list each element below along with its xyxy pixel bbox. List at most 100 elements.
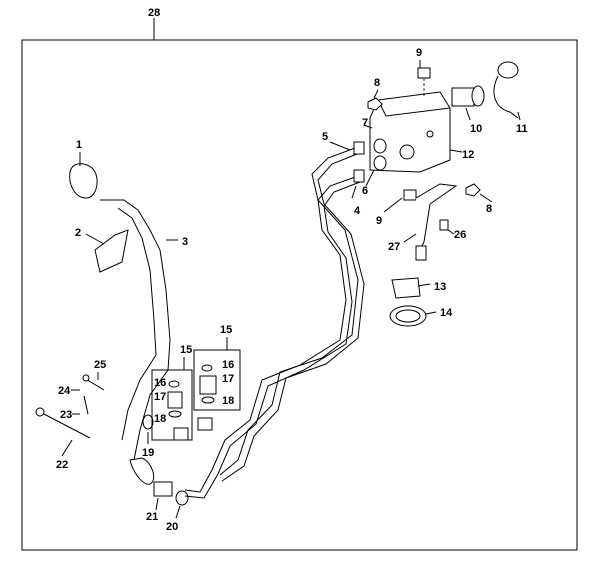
callout-23: 23 xyxy=(60,409,72,421)
tube-nut-lower-a xyxy=(173,427,189,441)
callout-10: 10 xyxy=(470,123,482,135)
leader-8b xyxy=(479,193,493,203)
leader-8a xyxy=(373,89,379,99)
leader-13 xyxy=(417,283,431,287)
valve-block-12 xyxy=(369,91,451,173)
callout-11: 11 xyxy=(516,123,528,135)
callout-17-right: 17 xyxy=(222,373,234,385)
tube-4-nut xyxy=(353,169,365,183)
leader-22 xyxy=(61,439,73,457)
callout-2: 2 xyxy=(75,227,81,239)
leader-27 xyxy=(403,233,417,243)
cotter-pin-part xyxy=(83,395,89,415)
leader-6 xyxy=(365,169,375,187)
tube-4-outline xyxy=(184,181,361,499)
long-pin-part xyxy=(39,411,91,439)
callout-4: 4 xyxy=(354,205,361,217)
leader-21 xyxy=(155,497,159,511)
callout-8-top: 8 xyxy=(374,77,380,89)
leader-9b xyxy=(383,197,403,213)
bracket-27 xyxy=(415,183,458,251)
callout-16-left: 16 xyxy=(154,377,166,389)
clip-part xyxy=(82,374,90,382)
leader-20 xyxy=(175,505,181,519)
knob-part xyxy=(69,163,98,199)
callout-21: 21 xyxy=(146,511,158,523)
assembly-frame xyxy=(21,39,578,551)
coupler-10 xyxy=(451,87,475,107)
callout-22: 22 xyxy=(56,459,68,471)
nut-8-top xyxy=(367,97,383,111)
plate-part xyxy=(94,229,129,273)
clamp-14-inner xyxy=(395,309,421,323)
bolt-9-top xyxy=(417,67,431,79)
leader-5 xyxy=(329,141,351,151)
tube-5-outline xyxy=(221,153,365,482)
leader-14 xyxy=(425,311,437,315)
fitting-17b xyxy=(199,375,217,395)
callout-9-top: 9 xyxy=(416,47,422,59)
callout-27: 27 xyxy=(388,241,400,253)
leader-7 xyxy=(363,124,373,129)
o-ring-6 xyxy=(373,155,387,171)
tube-nut-lower-b xyxy=(197,417,213,431)
bolt-9-bottom xyxy=(403,189,417,201)
bushing-21 xyxy=(153,481,173,497)
callout-8-bottom: 8 xyxy=(486,203,492,215)
leader-4 xyxy=(351,185,357,199)
o-ring-16a xyxy=(168,380,180,388)
callout-1: 1 xyxy=(76,139,82,151)
callout-15-right: 15 xyxy=(220,324,232,336)
callout-28: 28 xyxy=(148,7,160,19)
callout-7: 7 xyxy=(362,117,368,129)
fitting-kit-box-left xyxy=(151,369,193,441)
callout-14: 14 xyxy=(440,307,453,319)
callout-25: 25 xyxy=(94,359,106,371)
fitting-17a xyxy=(167,391,183,409)
lever-part xyxy=(100,199,171,461)
fitting-kit-box-right xyxy=(193,349,241,411)
screw-26 xyxy=(439,219,449,231)
callout-9-bottom: 9 xyxy=(376,215,382,227)
callout-16-right: 16 xyxy=(222,359,234,371)
callout-12: 12 xyxy=(462,149,474,161)
tube-5-nut xyxy=(353,141,365,155)
clamp-14 xyxy=(389,305,427,327)
o-ring-18b xyxy=(201,396,215,404)
dust-cap-strap xyxy=(493,75,519,119)
o-ring-16b xyxy=(201,364,213,372)
callout-6: 6 xyxy=(362,185,368,197)
callout-26: 26 xyxy=(454,229,466,241)
washer-19 xyxy=(142,414,154,430)
o-ring-7 xyxy=(373,138,387,154)
pin-head xyxy=(35,407,45,417)
washer-20 xyxy=(175,490,189,506)
callout-20: 20 xyxy=(166,521,178,533)
tube-4 xyxy=(184,175,359,493)
callout-19: 19 xyxy=(142,447,154,459)
nut-8-bottom xyxy=(465,183,481,197)
clip-13 xyxy=(391,277,421,299)
callout-18-right: 18 xyxy=(222,395,234,407)
coupler-10-end xyxy=(471,85,485,107)
callout-5: 5 xyxy=(322,131,328,143)
tube-5 xyxy=(219,147,359,476)
callout-17-left: 17 xyxy=(154,391,166,403)
callout-18-left: 18 xyxy=(154,413,166,425)
callout-15-left: 15 xyxy=(180,344,192,356)
leader-10 xyxy=(465,107,471,121)
leader-26 xyxy=(447,229,455,235)
leader-2 xyxy=(85,233,105,245)
lever-foot xyxy=(129,457,155,485)
callout-13: 13 xyxy=(434,281,446,293)
bracket-27-foot xyxy=(415,245,427,261)
leader-11 xyxy=(517,111,521,121)
callout-3: 3 xyxy=(182,236,188,248)
port-a xyxy=(399,144,415,160)
port-b xyxy=(426,130,434,138)
leader-12 xyxy=(449,149,463,153)
callout-24: 24 xyxy=(58,385,71,397)
dust-cap-11 xyxy=(497,61,519,79)
